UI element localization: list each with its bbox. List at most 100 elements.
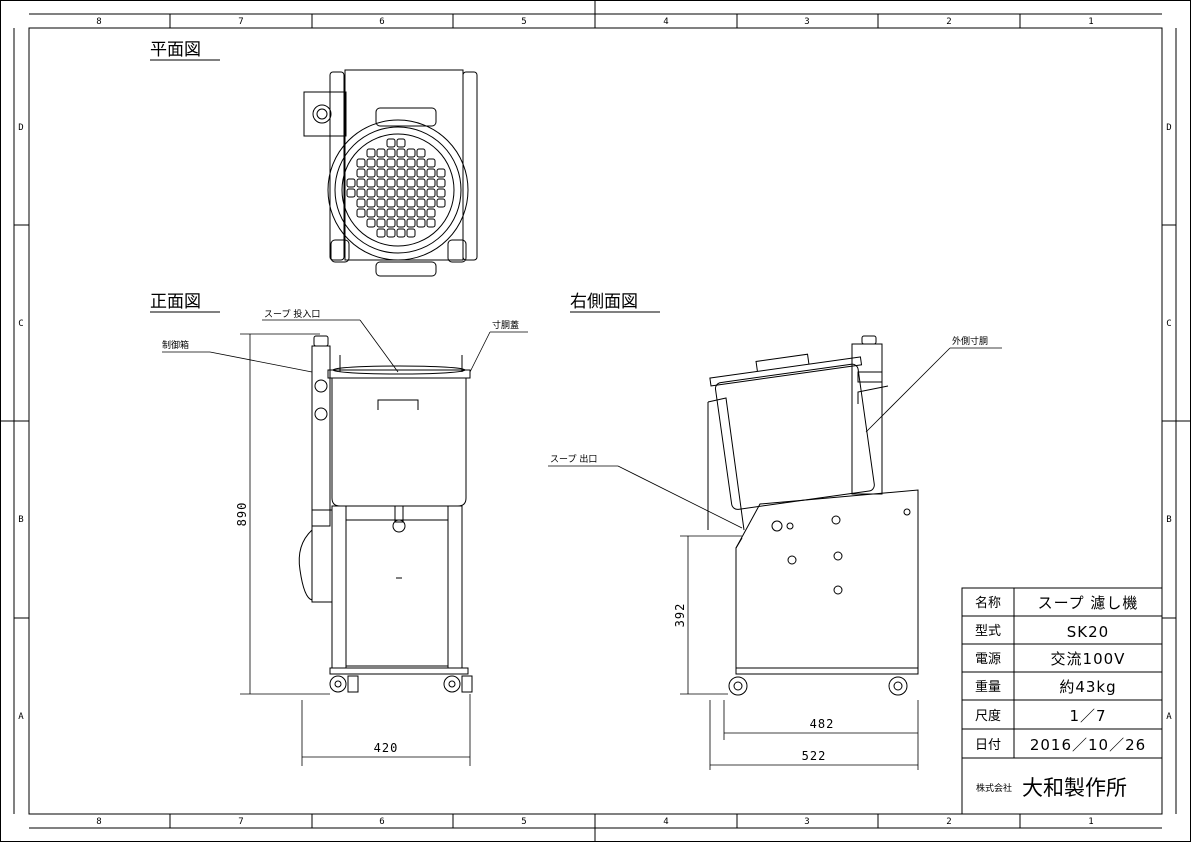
strainer-hole — [406, 218, 416, 228]
zone-left-a: A — [18, 712, 24, 722]
side-caster-left — [728, 676, 748, 696]
front-body-panel — [345, 519, 449, 667]
plan-handle — [375, 107, 437, 127]
strainer-hole — [396, 228, 406, 238]
zone-bottom-2: 2 — [946, 817, 951, 827]
zone-labels: 8 7 6 5 4 3 2 1 8 7 6 5 4 3 2 1 D C B A … — [18, 17, 1172, 827]
strainer-hole — [366, 198, 376, 208]
strainer-hole — [386, 138, 396, 148]
side-outer-width-dim: 522 — [802, 749, 827, 763]
tb-key-scale: 尺度 — [975, 708, 1001, 724]
zone-top-6: 6 — [379, 17, 384, 27]
strainer-hole — [406, 178, 416, 188]
strainer-hole — [386, 158, 396, 168]
side-height-dim: 392 — [673, 603, 687, 628]
strainer-hole — [366, 148, 376, 158]
zone-left-d: D — [18, 123, 23, 133]
tb-value-power: 交流100V — [1051, 650, 1126, 668]
front-outlet — [392, 519, 406, 533]
tb-key-model: 型式 — [975, 624, 1001, 639]
plan-view — [303, 69, 478, 277]
strainer-hole — [356, 208, 366, 218]
strainer-hole — [426, 158, 436, 168]
lid-label: 寸胴蓋 — [492, 319, 519, 331]
strainer-hole — [406, 228, 416, 238]
strainer-hole — [356, 178, 366, 188]
strainer-hole — [366, 218, 376, 228]
strainer-hole — [386, 148, 396, 158]
side-base-cabinet — [735, 489, 919, 669]
tb-key-name: 名称 — [975, 595, 1001, 611]
strainer-hole — [406, 148, 416, 158]
strainer-hole — [386, 188, 396, 198]
front-control-column — [311, 345, 331, 527]
strainer-hole — [376, 188, 386, 198]
zone-top-2: 2 — [946, 17, 951, 27]
tb-value-weight: 約43kg — [1059, 678, 1116, 696]
strainer-hole — [436, 188, 446, 198]
strainer-hole — [426, 218, 436, 228]
zone-bottom-1: 1 — [1088, 817, 1093, 827]
zone-top-5: 5 — [521, 17, 526, 27]
tb-value-scale: 1／7 — [1069, 707, 1106, 725]
strainer-hole — [396, 138, 406, 148]
strainer-hole — [396, 158, 406, 168]
front-caster-left — [329, 675, 347, 693]
strainer-hole — [416, 208, 426, 218]
strainer-hole — [376, 228, 386, 238]
side-inner-width-dim: 482 — [810, 717, 835, 731]
strainer-hole — [376, 158, 386, 168]
control-box-label: 制御箱 — [162, 339, 189, 351]
zone-bottom-6: 6 — [379, 817, 384, 827]
strainer-hole — [436, 198, 446, 208]
strainer-hole — [426, 168, 436, 178]
strainer-hole — [416, 148, 426, 158]
tb-company-name: 大和製作所 — [1022, 776, 1127, 800]
strainer-hole — [416, 158, 426, 168]
strainer-hole — [376, 218, 386, 228]
front-caster-right — [443, 675, 461, 693]
front-pot-handle — [377, 399, 419, 410]
zone-bottom-3: 3 — [804, 817, 809, 827]
plan-strainer-holes — [346, 138, 446, 238]
zone-left-c: C — [18, 319, 23, 329]
zone-right-a: A — [1166, 712, 1172, 722]
tb-value-model: SK20 — [1067, 623, 1109, 641]
strainer-hole — [386, 208, 396, 218]
strainer-hole — [356, 188, 366, 198]
side-caster-right — [888, 676, 908, 696]
plan-control-box — [303, 91, 347, 137]
strainer-hole — [396, 168, 406, 178]
strainer-hole — [376, 168, 386, 178]
zone-top-4: 4 — [663, 17, 668, 27]
strainer-hole — [426, 188, 436, 198]
strainer-hole — [396, 188, 406, 198]
strainer-hole — [366, 168, 376, 178]
front-view-title: 正面図 — [150, 292, 201, 312]
strainer-hole — [356, 168, 366, 178]
strainer-hole — [416, 218, 426, 228]
strainer-hole — [386, 218, 396, 228]
strainer-hole — [416, 188, 426, 198]
strainer-hole — [366, 188, 376, 198]
strainer-hole — [396, 178, 406, 188]
strainer-hole — [406, 198, 416, 208]
strainer-hole — [426, 208, 436, 218]
strainer-hole — [346, 188, 356, 198]
zone-right-d: D — [1166, 123, 1171, 133]
front-pot-rim — [327, 369, 471, 379]
strainer-hole — [406, 158, 416, 168]
strainer-hole — [416, 168, 426, 178]
plan-view-title: 平面図 — [150, 40, 201, 60]
strainer-hole — [396, 198, 406, 208]
outlet-label: スープ 出口 — [550, 453, 597, 465]
inlet-label: スープ 投入口 — [264, 308, 320, 320]
strainer-hole — [386, 178, 396, 188]
front-width-dim: 420 — [374, 741, 399, 755]
side-view-title: 右側面図 — [570, 292, 638, 312]
zone-top-7: 7 — [238, 17, 243, 27]
strainer-hole — [366, 178, 376, 188]
zone-top-8: 8 — [96, 17, 101, 27]
